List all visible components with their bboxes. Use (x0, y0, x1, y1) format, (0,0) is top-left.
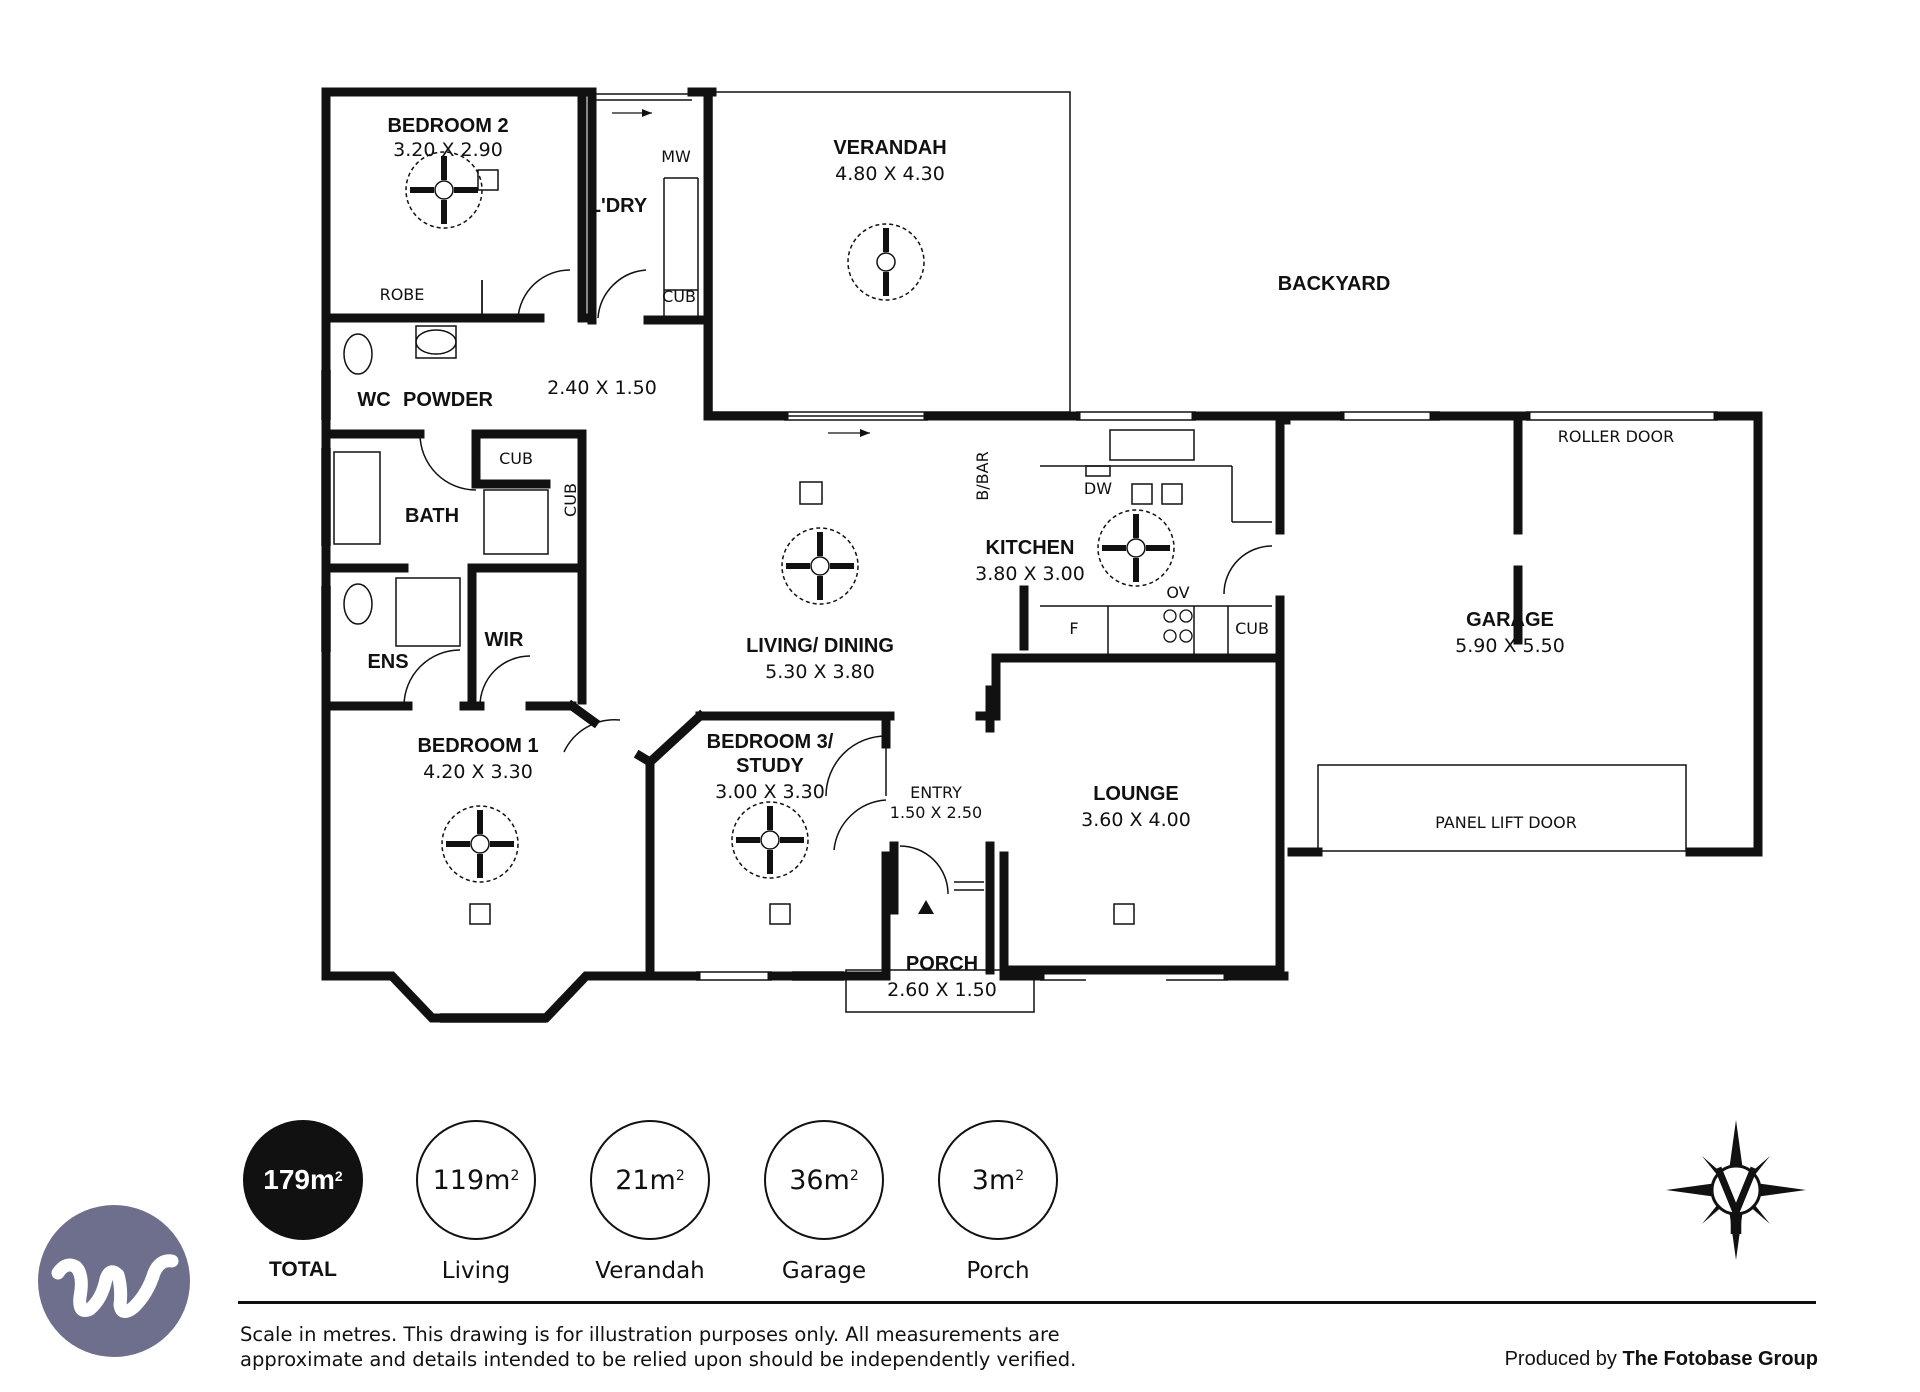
room-dims-verandah: 4.80 X 4.30 (835, 163, 945, 185)
fixture-label-fridge: F (1069, 619, 1078, 638)
room-dims-lounge: 3.60 X 4.00 (1081, 809, 1191, 831)
room-dims-entry: 1.50 X 2.50 (890, 803, 982, 822)
area-verandah-label: Verandah (595, 1258, 705, 1284)
area-total-label: TOTAL (268, 1258, 338, 1281)
area-porch-sup: 2 (1015, 1168, 1025, 1184)
area-verandah-value: 21m (615, 1164, 676, 1196)
room-dims-garage: 5.90 X 5.50 (1455, 635, 1565, 657)
room-label-backyard: BACKYARD (1278, 273, 1391, 295)
area-living-value: 119m (432, 1164, 511, 1196)
fixture-label-robe: ROBE (380, 285, 425, 304)
room-dims-bedroom1: 4.20 X 3.30 (423, 761, 533, 783)
room-dims-kitchen: 3.80 X 3.00 (975, 563, 1085, 585)
disclaimer-text: Scale in metres. This drawing is for ill… (240, 1323, 1077, 1371)
fixture-label-cub-laundry: CUB (662, 287, 696, 306)
room-label-wc: WC (357, 389, 390, 411)
room-label-living: LIVING/ DINING (746, 635, 894, 657)
compass-north-label: N (1730, 1218, 1743, 1238)
room-label-lounge: LOUNGE (1093, 783, 1179, 805)
area-living-label: Living (441, 1258, 511, 1284)
room-label-laundry: L'DRY (589, 195, 648, 217)
room-dims-bedroom2: 3.20 X 2.90 (393, 139, 503, 161)
footer-divider (238, 1301, 1816, 1304)
area-total-value: 179m (263, 1164, 335, 1195)
room-label-bedroom2: BEDROOM 2 (387, 115, 508, 137)
room-dims-living: 5.30 X 3.80 (765, 661, 875, 683)
fixture-label-roller-door: ROLLER DOOR (1558, 427, 1674, 446)
north-compass-icon: N (1666, 1120, 1806, 1260)
area-garage-sup: 2 (849, 1168, 859, 1184)
fixture-label-bbar: B/BAR (973, 451, 992, 500)
fixture-label-mw: MW (661, 147, 691, 166)
area-verandah-sup: 2 (675, 1168, 685, 1184)
room-dims-bedroom3: 3.00 X 3.30 (715, 781, 825, 803)
fixture-label-panel-lift-door: PANEL LIFT DOOR (1435, 813, 1577, 832)
room-label-powder: POWDER (403, 389, 494, 411)
room-label-wir: WIR (485, 629, 524, 651)
fixture-label-dw: DW (1084, 479, 1112, 498)
fixture-label-cub-hall: CUB (561, 483, 580, 517)
fixture-label-cub-bath: CUB (499, 449, 533, 468)
room-label-ens: ENS (367, 651, 408, 673)
area-living-sup: 2 (510, 1168, 520, 1184)
room-label-porch: PORCH (906, 953, 978, 975)
area-total-sup: 2 (334, 1168, 343, 1184)
room-label-garage: GARAGE (1466, 609, 1554, 631)
room-label-verandah: VERANDAH (833, 137, 946, 159)
produced-by-text: Produced by (1504, 1348, 1617, 1370)
area-garage-label: Garage (781, 1258, 867, 1284)
area-porch-value: 3m (971, 1164, 1016, 1196)
room-label-bedroom1: BEDROOM 1 (417, 735, 538, 757)
room-label-study: STUDY (736, 755, 804, 777)
agency-logo-icon (38, 1205, 190, 1357)
produced-by-credit: Produced by The Fotobase Group (1505, 1348, 1818, 1371)
company-name: The Fotobase Group (1622, 1348, 1818, 1370)
fixture-label-cub-kitchen: CUB (1235, 619, 1269, 638)
room-dims-hall: 2.40 X 1.50 (547, 377, 657, 399)
room-label-entry: ENTRY (910, 783, 962, 802)
area-porch-label: Porch (966, 1258, 1030, 1284)
room-label-bath: BATH (405, 505, 459, 527)
room-label-bedroom3: BEDROOM 3/ (707, 731, 834, 753)
room-dims-porch: 2.60 X 1.50 (887, 979, 997, 1001)
room-label-kitchen: KITCHEN (986, 537, 1075, 559)
area-garage-value: 36m (789, 1164, 850, 1196)
floor-plan: BEDROOM 2 3.20 X 2.90 L'DRY VERANDAH 4.8… (321, 87, 1763, 1023)
fixture-label-ov: OV (1166, 583, 1189, 602)
